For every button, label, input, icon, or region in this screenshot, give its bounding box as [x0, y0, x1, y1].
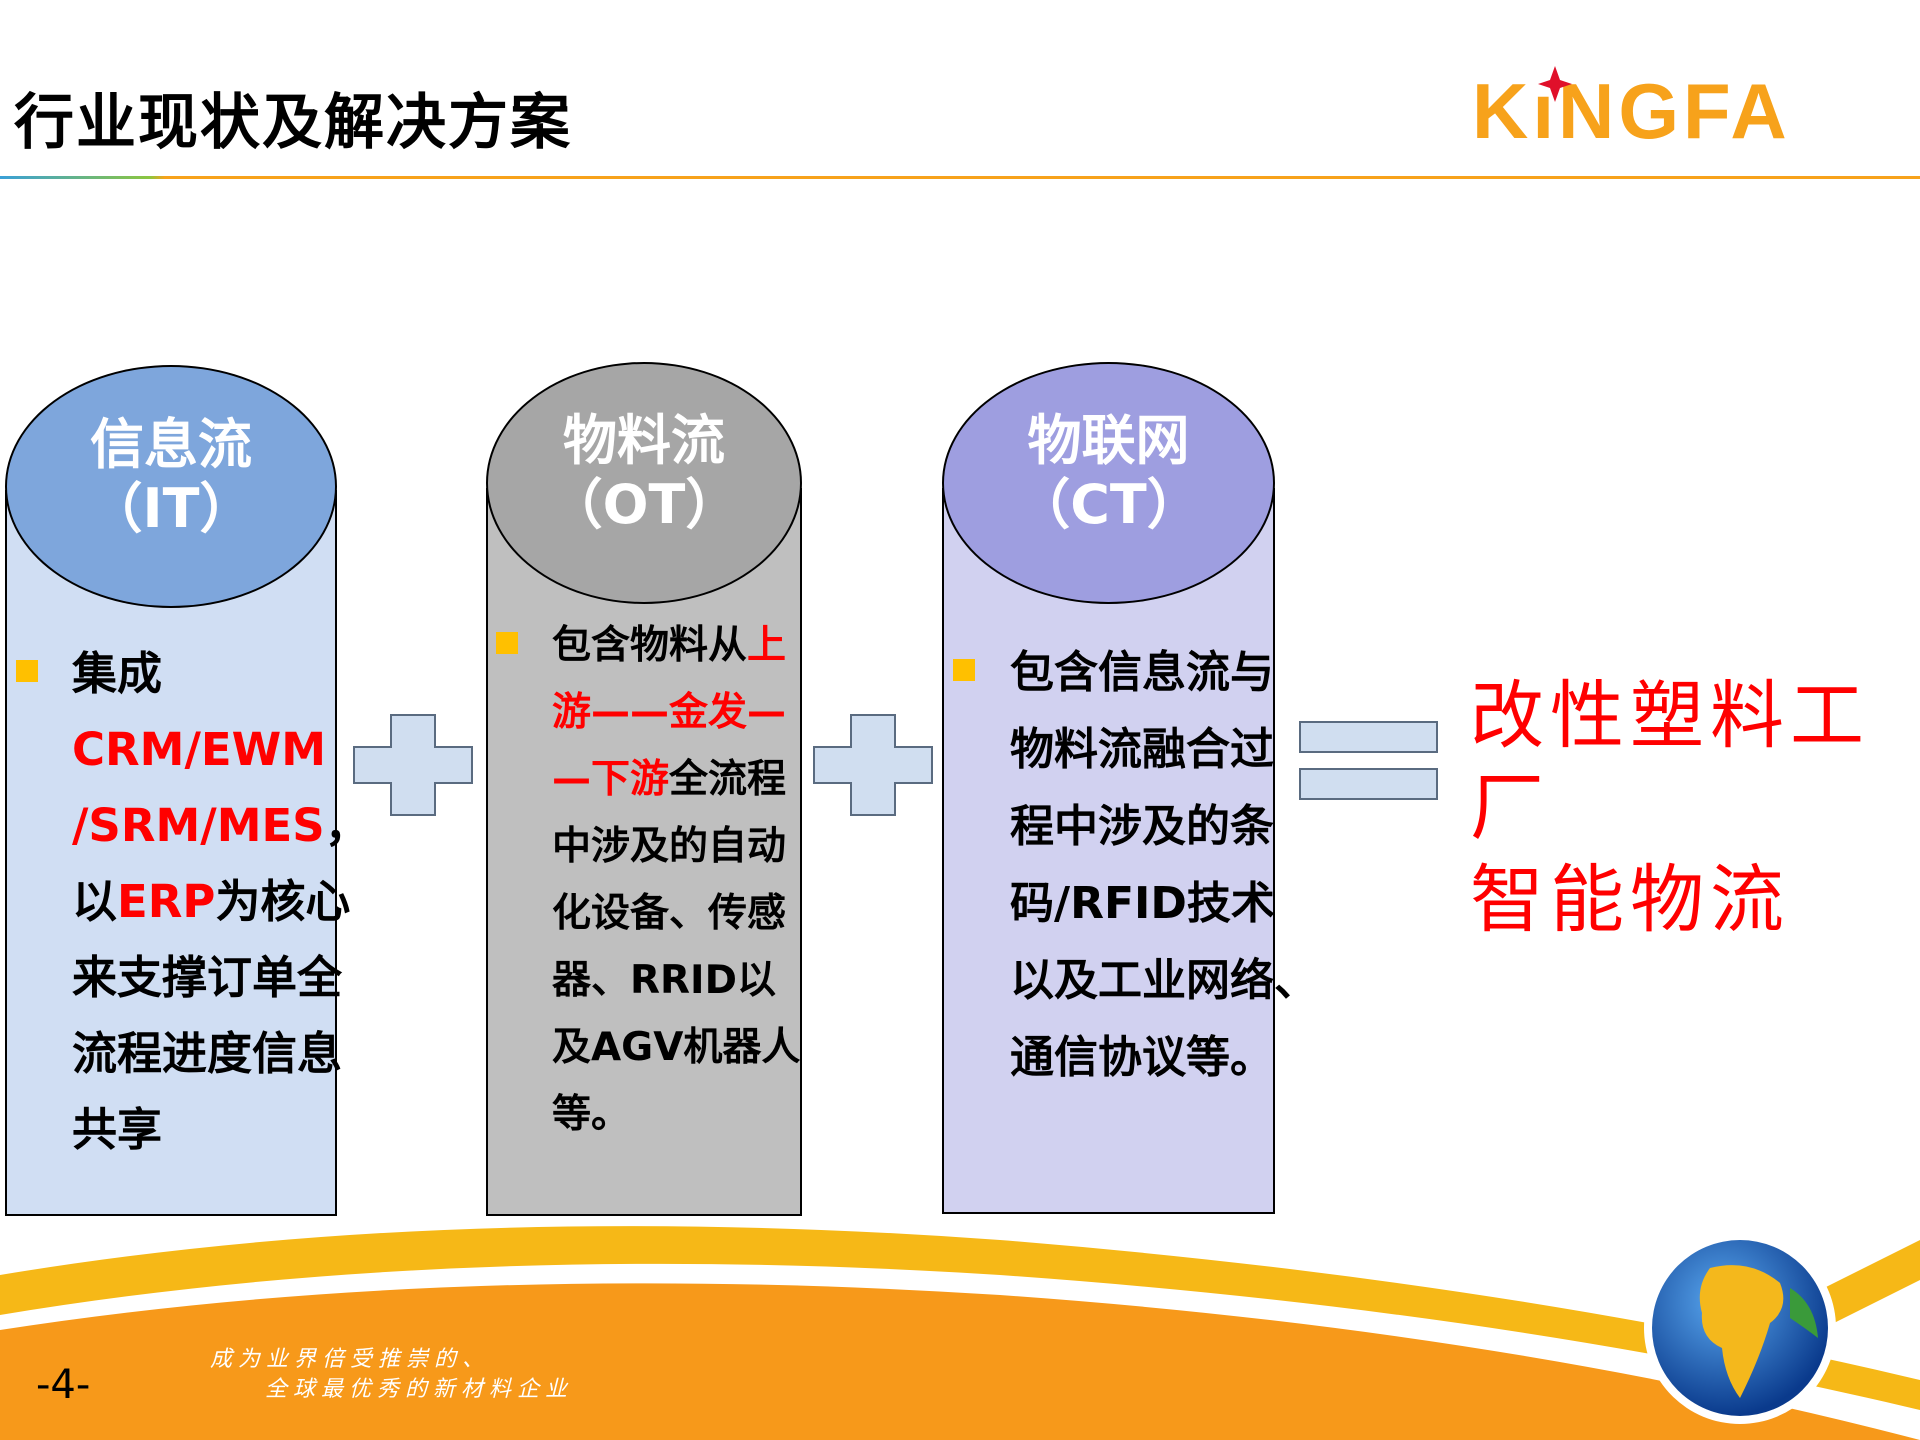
globe-icon — [1644, 1232, 1836, 1424]
result-line-2: 智能物流 — [1470, 857, 1790, 943]
description-line: CRM/EWM — [72, 712, 370, 788]
description-line: 等。 — [552, 1081, 800, 1148]
slogan: 成为业界倍受推崇的、 全球最优秀的新材料企业 — [210, 1345, 573, 1405]
highlight-text: 游——金发— — [552, 690, 787, 735]
text-segment: 集成 — [72, 647, 163, 700]
text-segment: 以 — [72, 875, 118, 928]
text-segment: 程中涉及的条 — [1010, 801, 1274, 852]
slogan-line-1: 成为业界倍受推崇的、 — [210, 1347, 491, 1372]
column-subtitle: （OT） — [548, 473, 740, 536]
svg-text:KıNGFA: KıNGFA — [1472, 67, 1791, 150]
description-line: 器、RRID以 — [552, 947, 800, 1014]
column-subtitle: （CT） — [1016, 473, 1201, 536]
description-line: 程中涉及的条 — [1010, 788, 1318, 865]
plus-icon — [813, 714, 933, 816]
description-line: 以ERP为核心 — [72, 864, 370, 940]
text-segment: 为核心 — [215, 875, 351, 928]
highlight-text: 上 — [747, 623, 787, 668]
header-divider — [0, 176, 1920, 179]
highlight-text: —下游 — [552, 757, 670, 802]
column-title: 物料流 — [563, 409, 725, 472]
text-segment: 等。 — [552, 1092, 631, 1137]
bullet-icon — [16, 660, 38, 682]
description-line: 共享 — [72, 1092, 370, 1168]
text-segment: 来支撑订单全 — [72, 951, 343, 1004]
slogan-line-2: 全球最优秀的新材料企业 — [265, 1377, 574, 1402]
bullet-icon — [953, 658, 975, 681]
highlight-text: ERP — [117, 875, 216, 928]
text-segment: 以及工业网络、 — [1010, 955, 1318, 1006]
text-segment: 化设备、传感 — [552, 891, 787, 936]
description-line: —下游全流程 — [552, 746, 800, 813]
iot-column — [942, 488, 1275, 1214]
result-line-1: 改性塑料工厂 — [1470, 673, 1870, 851]
description-line: 中涉及的自动 — [552, 813, 800, 880]
text-segment: 码/RFID技术 — [1010, 878, 1275, 929]
information-flow-header: 信息流（IT） — [5, 365, 337, 608]
text-segment: 通信协议等。 — [1010, 1032, 1274, 1083]
column-title: 信息流 — [90, 412, 252, 476]
description-line: 物料流融合过 — [1010, 711, 1318, 788]
description-line: 通信协议等。 — [1010, 1019, 1318, 1096]
page-title: 行业现状及解决方案 — [14, 88, 572, 158]
highlight-text: /SRM/MES — [72, 799, 325, 852]
description-line: 流程进度信息 — [72, 1016, 370, 1092]
equals-icon-bottom — [1299, 768, 1438, 800]
result-text: 改性塑料工厂 智能物流 — [1470, 670, 1920, 946]
description-line: 以及工业网络、 — [1010, 942, 1318, 1019]
description-line: 游——金发— — [552, 679, 800, 746]
highlight-text: CRM/EWM — [72, 723, 327, 776]
text-segment: 物料流融合过 — [1010, 724, 1274, 775]
column-title: 物联网 — [1027, 409, 1190, 472]
information-flow-column — [5, 490, 337, 1216]
column-subtitle: （IT） — [88, 476, 254, 540]
text-segment: 中涉及的自动 — [552, 824, 787, 869]
iot-description: 包含信息流与物料流融合过程中涉及的条码/RFID技术以及工业网络、通信协议等。 — [1010, 634, 1318, 1096]
description-line: 包含信息流与 — [1010, 634, 1318, 711]
text-segment: 包含信息流与 — [1010, 647, 1274, 698]
text-segment: 包含物料从 — [552, 623, 748, 668]
star-icon — [1538, 66, 1572, 102]
equals-icon-top — [1299, 721, 1438, 753]
plus-icon — [353, 714, 473, 816]
kingfa-logo: KıNGFA — [1472, 66, 1791, 150]
description-line: 化设备、传感 — [552, 880, 800, 947]
iot-header: 物联网（CT） — [942, 362, 1275, 604]
text-segment: 共享 — [72, 1103, 163, 1156]
text-segment: 全流程 — [669, 757, 787, 802]
description-line: /SRM/MES， — [72, 788, 370, 864]
material-flow-column — [486, 488, 802, 1216]
text-segment: 器、RRID以 — [552, 958, 776, 1003]
material-flow-header: 物料流（OT） — [486, 362, 802, 604]
text-segment: 及AGV机器人 — [552, 1025, 801, 1070]
description-line: 及AGV机器人 — [552, 1014, 800, 1081]
text-segment: ， — [324, 799, 370, 852]
description-line: 集成 — [72, 636, 370, 712]
bullet-icon — [496, 631, 518, 654]
description-line: 包含物料从上 — [552, 612, 800, 679]
page-number: -4- — [36, 1362, 91, 1408]
description-line: 码/RFID技术 — [1010, 865, 1318, 942]
material-flow-description: 包含物料从上游——金发— —下游全流程中涉及的自动化设备、传感器、RRID以及AG… — [552, 612, 800, 1148]
text-segment: 流程进度信息 — [72, 1027, 343, 1080]
description-line: 来支撑订单全 — [72, 940, 370, 1016]
